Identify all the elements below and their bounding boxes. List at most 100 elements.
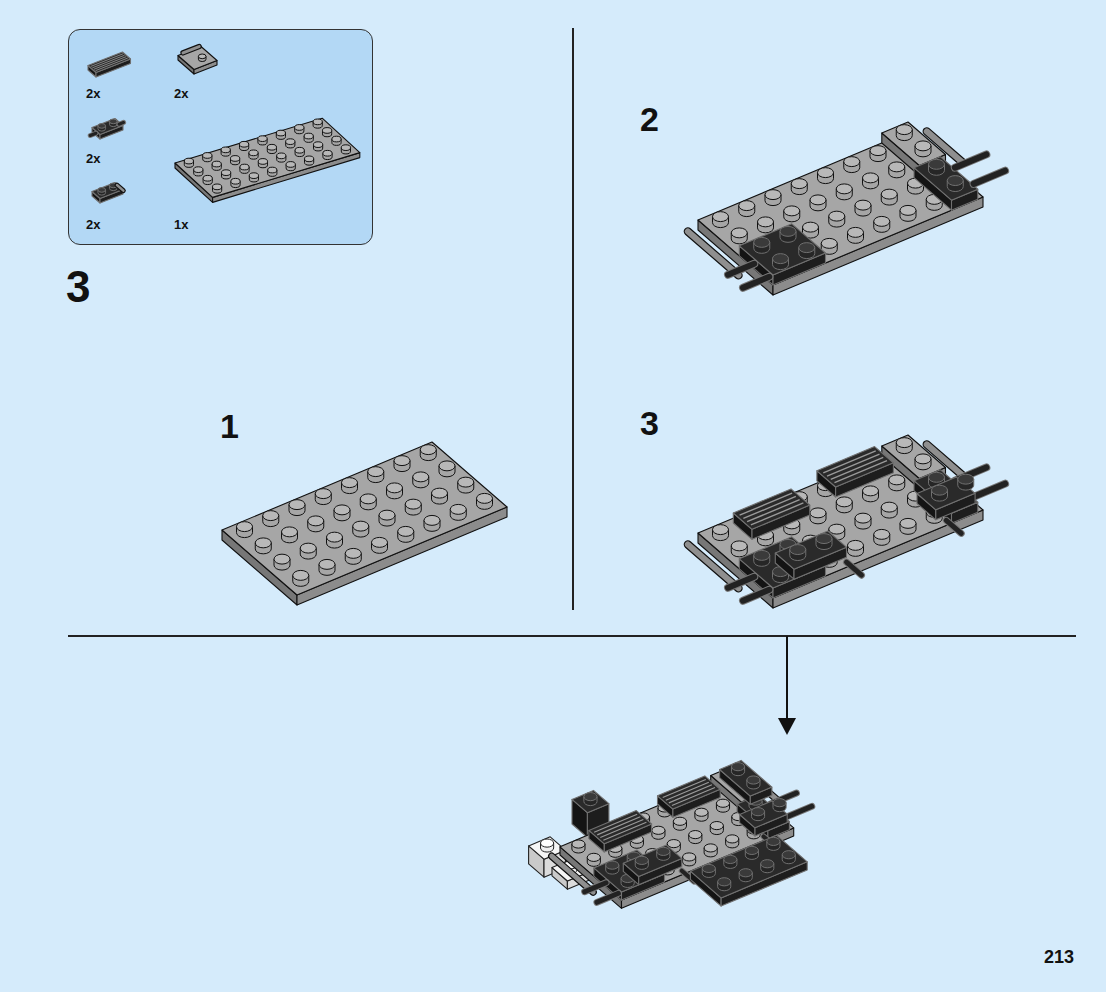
stud-top bbox=[635, 856, 648, 864]
stud-top bbox=[313, 118, 322, 124]
brick-face bbox=[572, 790, 609, 812]
stud-top bbox=[726, 835, 739, 843]
stud-top bbox=[432, 488, 448, 498]
stud-top bbox=[477, 493, 493, 503]
stud-top bbox=[372, 537, 388, 547]
stud-top bbox=[230, 155, 239, 161]
stud bbox=[255, 538, 271, 554]
clip-outline bbox=[974, 484, 1006, 497]
stud bbox=[341, 144, 350, 153]
stud bbox=[282, 527, 298, 543]
stud bbox=[541, 839, 554, 852]
stud-top bbox=[848, 227, 864, 237]
stud-top bbox=[702, 864, 715, 872]
stud-top bbox=[816, 534, 832, 544]
stud bbox=[212, 161, 221, 170]
part-quantity: 2x bbox=[174, 87, 188, 100]
stud-top bbox=[829, 211, 845, 221]
stud-top bbox=[751, 808, 764, 816]
grille-stripe bbox=[835, 461, 888, 483]
grille-stripe bbox=[672, 787, 715, 805]
stud bbox=[587, 853, 600, 866]
stud-top bbox=[221, 146, 230, 152]
stud bbox=[745, 846, 758, 859]
stud bbox=[439, 461, 455, 477]
stud bbox=[109, 119, 117, 127]
stud-top bbox=[900, 205, 916, 215]
part-quantity: 2x bbox=[86, 218, 100, 231]
stud bbox=[702, 864, 715, 877]
stud bbox=[313, 141, 322, 150]
stud bbox=[322, 127, 331, 136]
clip bbox=[786, 806, 812, 817]
stud bbox=[848, 540, 864, 556]
stud bbox=[704, 844, 717, 857]
clip bbox=[974, 484, 1006, 497]
brick-face bbox=[222, 530, 297, 605]
stud-top bbox=[289, 500, 305, 510]
stud bbox=[420, 445, 436, 461]
stud-top bbox=[322, 150, 331, 156]
stud bbox=[584, 793, 597, 806]
stud bbox=[716, 799, 729, 812]
part-quantity: 2x bbox=[86, 152, 100, 165]
stud bbox=[773, 799, 786, 812]
stud-top bbox=[313, 141, 322, 147]
stud-top bbox=[761, 860, 774, 868]
stud bbox=[286, 161, 295, 170]
clip-outline bbox=[728, 577, 754, 588]
grille-stripe bbox=[747, 500, 800, 522]
stud bbox=[267, 167, 276, 176]
stud bbox=[689, 831, 702, 844]
stud-top bbox=[745, 846, 758, 854]
stud bbox=[342, 478, 358, 494]
stud-top bbox=[458, 477, 474, 487]
stud-top bbox=[587, 853, 600, 861]
clip bbox=[743, 277, 769, 288]
stud bbox=[713, 525, 729, 541]
stud bbox=[889, 475, 905, 491]
stud-top bbox=[896, 438, 912, 448]
stud-top bbox=[274, 554, 290, 564]
part-quantity: 2x bbox=[86, 87, 100, 100]
stud-top bbox=[293, 570, 309, 580]
stud bbox=[237, 522, 253, 538]
stud bbox=[239, 141, 248, 150]
stud bbox=[353, 521, 369, 537]
stud bbox=[773, 254, 789, 270]
stud-top bbox=[791, 179, 807, 189]
stud bbox=[731, 541, 747, 557]
stud-top bbox=[304, 133, 313, 139]
stud bbox=[304, 155, 313, 164]
grille-stripe bbox=[95, 58, 127, 71]
grille-stripe bbox=[594, 814, 637, 832]
stud bbox=[308, 516, 324, 532]
stud bbox=[829, 211, 845, 227]
stud-top bbox=[818, 168, 834, 178]
stud bbox=[97, 187, 105, 195]
stud-top bbox=[248, 149, 257, 155]
stud-top bbox=[258, 158, 267, 164]
stud bbox=[790, 545, 806, 561]
stud-top bbox=[360, 494, 376, 504]
brick-face bbox=[92, 182, 123, 198]
stud bbox=[799, 243, 815, 259]
stud bbox=[765, 190, 781, 206]
stud bbox=[313, 118, 322, 127]
stud-top bbox=[237, 522, 253, 532]
stud-top bbox=[424, 515, 440, 525]
stud bbox=[276, 130, 285, 139]
stud bbox=[863, 173, 879, 189]
stud bbox=[915, 454, 931, 470]
stud-top bbox=[773, 254, 789, 264]
stud bbox=[263, 511, 279, 527]
stud bbox=[394, 456, 410, 472]
stud-top bbox=[863, 173, 879, 183]
stud-top bbox=[731, 541, 747, 551]
step-number: 3 bbox=[66, 265, 90, 309]
stud-top bbox=[267, 144, 276, 150]
stud bbox=[249, 172, 258, 181]
stud bbox=[657, 847, 670, 860]
stud bbox=[424, 515, 440, 531]
stud bbox=[331, 136, 340, 145]
